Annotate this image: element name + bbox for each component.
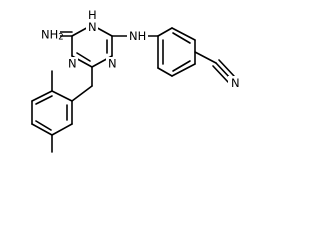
bond bbox=[194, 51, 217, 64]
bond bbox=[31, 90, 53, 102]
bond bbox=[171, 27, 196, 41]
bond-layer bbox=[31, 24, 235, 153]
atom-label-background bbox=[127, 29, 148, 43]
atom-label-background bbox=[41, 27, 60, 42]
bond bbox=[172, 32, 191, 44]
bond bbox=[35, 120, 52, 131]
nitrile-n-label: N bbox=[231, 76, 240, 90]
triazine-n3-label: N bbox=[68, 57, 77, 71]
bond bbox=[218, 59, 235, 77]
triazine-n1-label: N bbox=[88, 20, 97, 34]
linker-nh-label: NH bbox=[129, 29, 146, 43]
atom-label-background bbox=[86, 10, 98, 34]
bond bbox=[76, 52, 91, 62]
atom-label-layer: NH2 H N N N NH N bbox=[41, 8, 240, 90]
bond bbox=[71, 85, 93, 102]
bond bbox=[35, 95, 53, 105]
amino-label-subscript: 2 bbox=[58, 33, 63, 43]
bond bbox=[51, 123, 73, 136]
bond bbox=[157, 27, 173, 37]
bond bbox=[31, 123, 53, 136]
bond bbox=[172, 60, 191, 72]
bond bbox=[212, 65, 229, 83]
atom-label-background bbox=[66, 57, 78, 70]
bond bbox=[157, 67, 173, 77]
triazine-n5-label: N bbox=[108, 57, 117, 71]
amino-label: NH2 bbox=[41, 28, 64, 43]
bond bbox=[51, 90, 73, 102]
chemical-structure: NH2 H N N N NH N bbox=[31, 8, 240, 153]
atom-label-background bbox=[106, 57, 118, 70]
amino-label-text: NH bbox=[41, 28, 58, 42]
atom-label-background bbox=[228, 76, 240, 90]
triazine-nh-h-label: H bbox=[88, 8, 97, 22]
bond bbox=[171, 63, 196, 77]
